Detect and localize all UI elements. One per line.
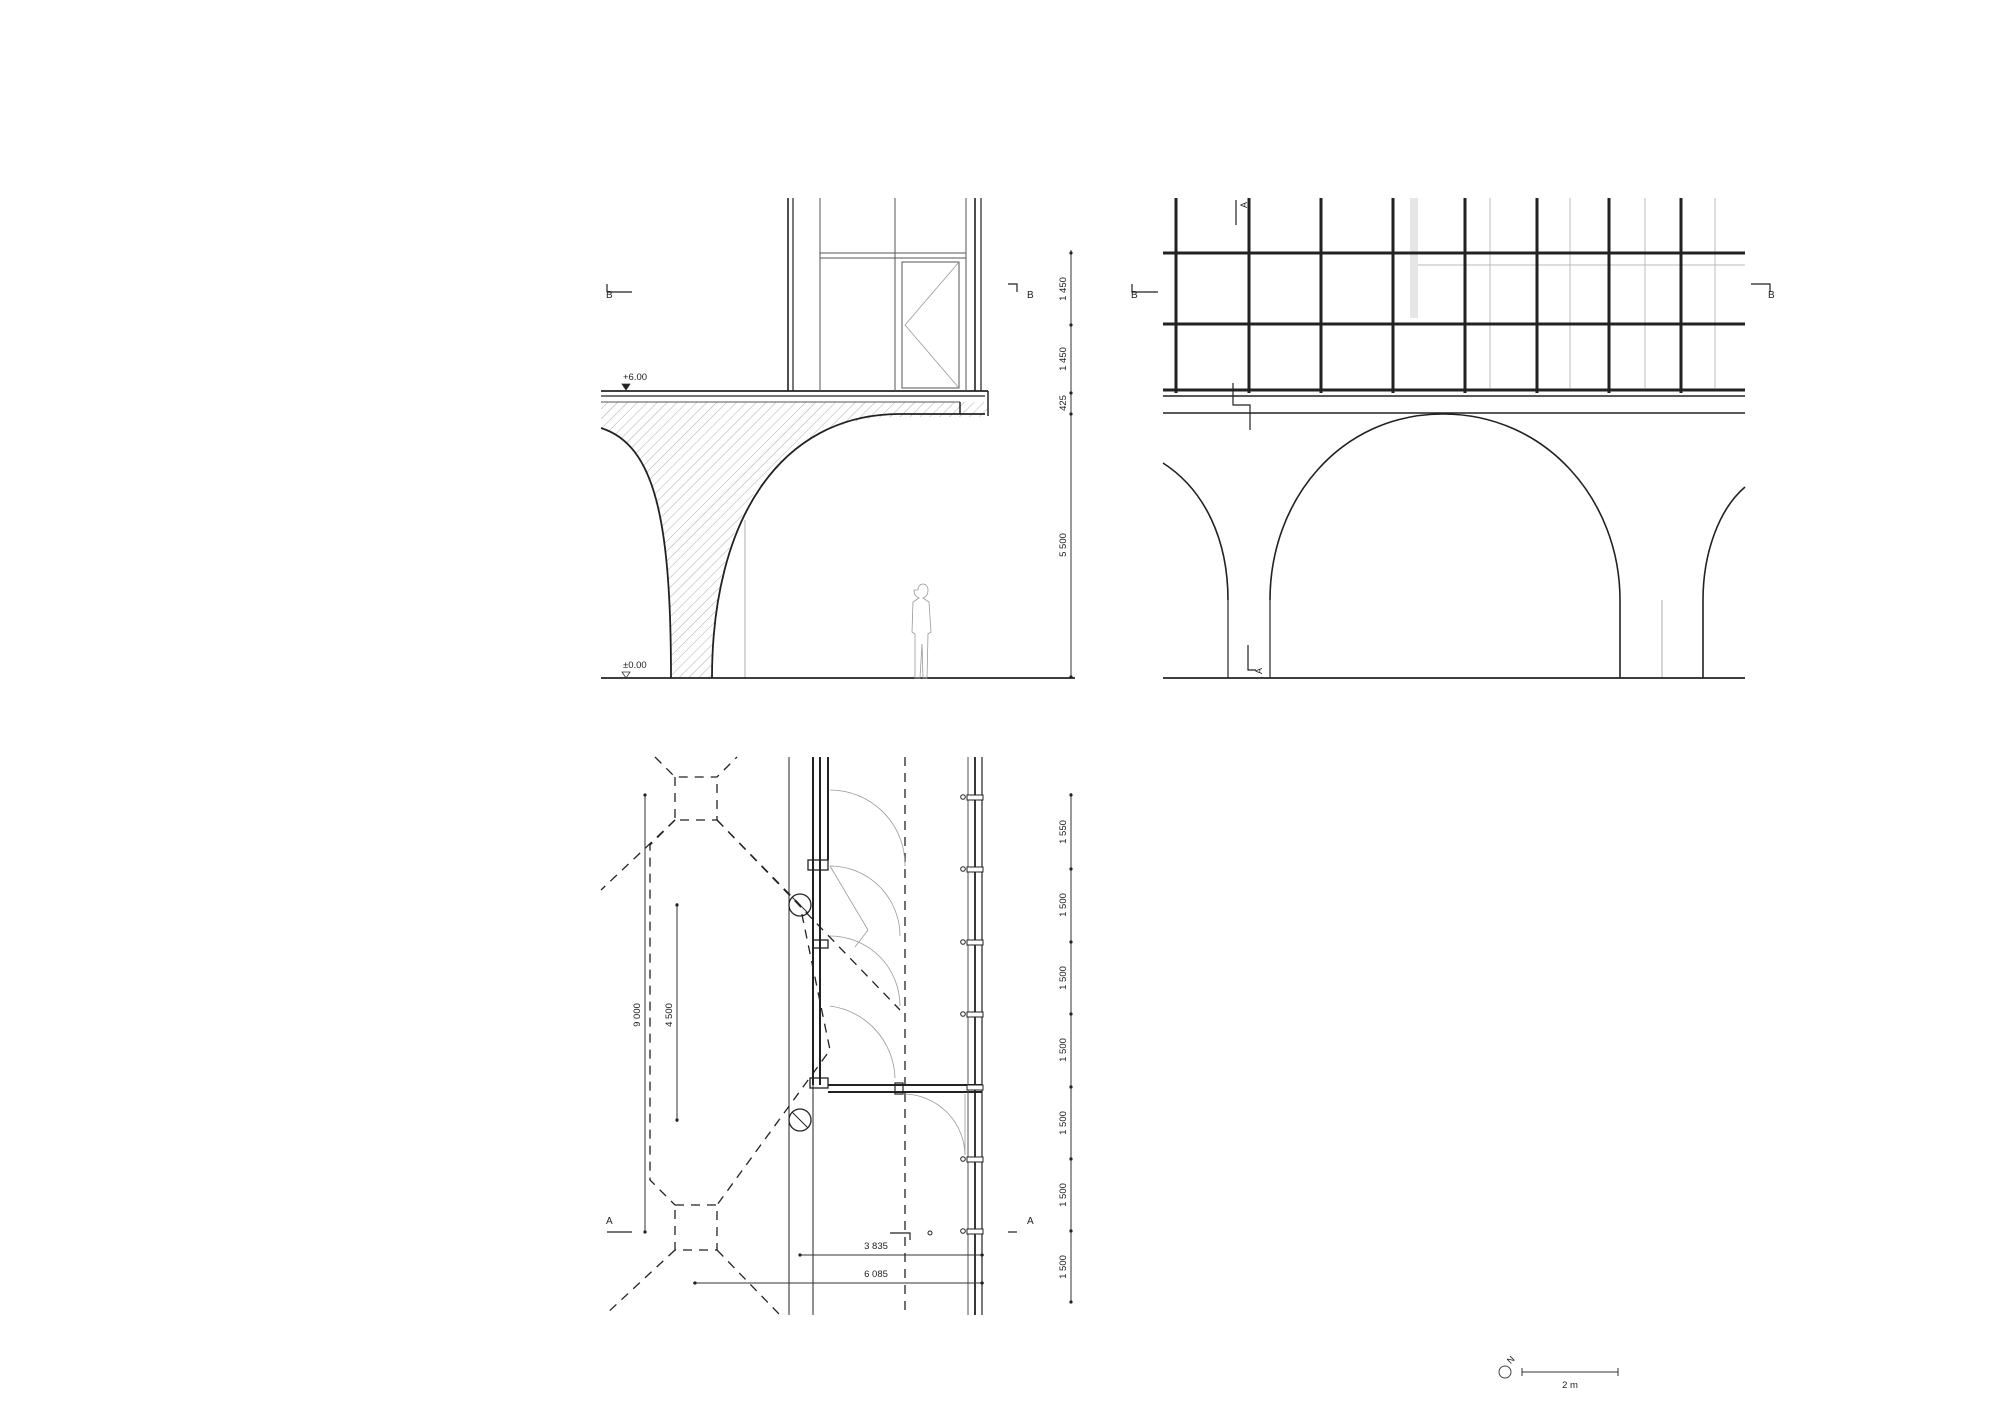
elevation-cut-mark-right — [1751, 283, 1771, 292]
door-panel — [901, 261, 960, 389]
elevation-inner-grid — [1410, 198, 1745, 388]
elevation-arch-right — [1702, 486, 1746, 678]
elevation-section-label-bottom: A — [1254, 668, 1264, 674]
door-swing-mark — [904, 261, 960, 389]
plan-bay-dim-3: 1 500 — [1058, 966, 1069, 990]
plan-dim-long: 6 085 — [864, 1269, 888, 1280]
plan-facade-posts — [960, 794, 984, 1235]
plan-glazing-wall — [807, 757, 982, 1095]
plan-dashed-footprint — [600, 756, 906, 1316]
human-figure — [911, 583, 932, 679]
north-arrow-icon — [1498, 1365, 1512, 1379]
elevation-section-line — [1232, 383, 1251, 430]
section-dim-4: 5 500 — [1058, 533, 1069, 557]
section-dim-2: 1 450 — [1058, 347, 1069, 371]
elevation-section-mark-bottom — [1247, 645, 1256, 671]
plan-bay-dim-2: 1 500 — [1058, 893, 1069, 917]
level-top-marker — [621, 383, 631, 391]
elevation-cut-label-left: B — [1131, 290, 1138, 301]
section-cut-label-right: B — [1027, 290, 1034, 301]
level-top-label: +6.00 — [623, 372, 647, 383]
plan-bay-dim-7: 1 500 — [1058, 1255, 1069, 1279]
section-cut-label-left: B — [606, 290, 613, 301]
north-label: N — [1505, 1354, 1517, 1366]
section-dim-3: 425 — [1058, 395, 1069, 411]
plan-bay-dim-5: 1 500 — [1058, 1111, 1069, 1135]
elevation-arch-left — [1162, 462, 1229, 678]
plan-column-top — [788, 893, 812, 917]
scale-label: 2 m — [1562, 1380, 1578, 1391]
plan-door-swings — [829, 789, 966, 1156]
section-drawing: B B +6.00 ±0.00 1 450 1 450 425 5 500 — [600, 198, 1075, 680]
elevation-cut-label-right: B — [1768, 290, 1775, 301]
section-dim-ticks — [1069, 251, 1073, 679]
plan-bay-dim-6: 1 500 — [1058, 1183, 1069, 1207]
plan-bay-dim-4: 1 500 — [1058, 1038, 1069, 1062]
plan-dim-half: 4 500 — [664, 1003, 675, 1027]
plan-section-jog — [890, 1232, 911, 1240]
level-ground-marker — [621, 671, 631, 679]
plan-drawing: 9 000 4 500 3 835 6 085 A A 1 550 — [600, 756, 1073, 1316]
elevation-arch-center — [1269, 413, 1621, 678]
plan-cut-label-left: A — [606, 1216, 613, 1227]
plan-bay-dim-ticks — [1069, 793, 1073, 1304]
level-ground-label: ±0.00 — [623, 660, 647, 671]
elevation-drawing: B B A A — [1131, 198, 1775, 679]
plan-bay-dim-1: 1 550 — [1058, 820, 1069, 844]
legend: N 2 m — [1498, 1354, 1619, 1391]
plan-dim-total: 9 000 — [632, 1003, 643, 1027]
elevation-section-label-top: A — [1239, 202, 1249, 208]
section-cut-mark-right — [1008, 283, 1018, 292]
section-dim-1: 1 450 — [1058, 277, 1069, 301]
plan-column-bottom — [788, 1108, 812, 1132]
section-pier-outline-left — [600, 427, 672, 679]
plan-dim-short: 3 835 — [864, 1241, 888, 1252]
plan-cut-label-right: A — [1027, 1216, 1034, 1227]
section-pier-outline-right — [711, 413, 985, 679]
elevation-mullions — [1174, 198, 1683, 393]
section-pier-hatch — [601, 402, 988, 680]
elevation-cut-mark-left — [1131, 284, 1158, 293]
